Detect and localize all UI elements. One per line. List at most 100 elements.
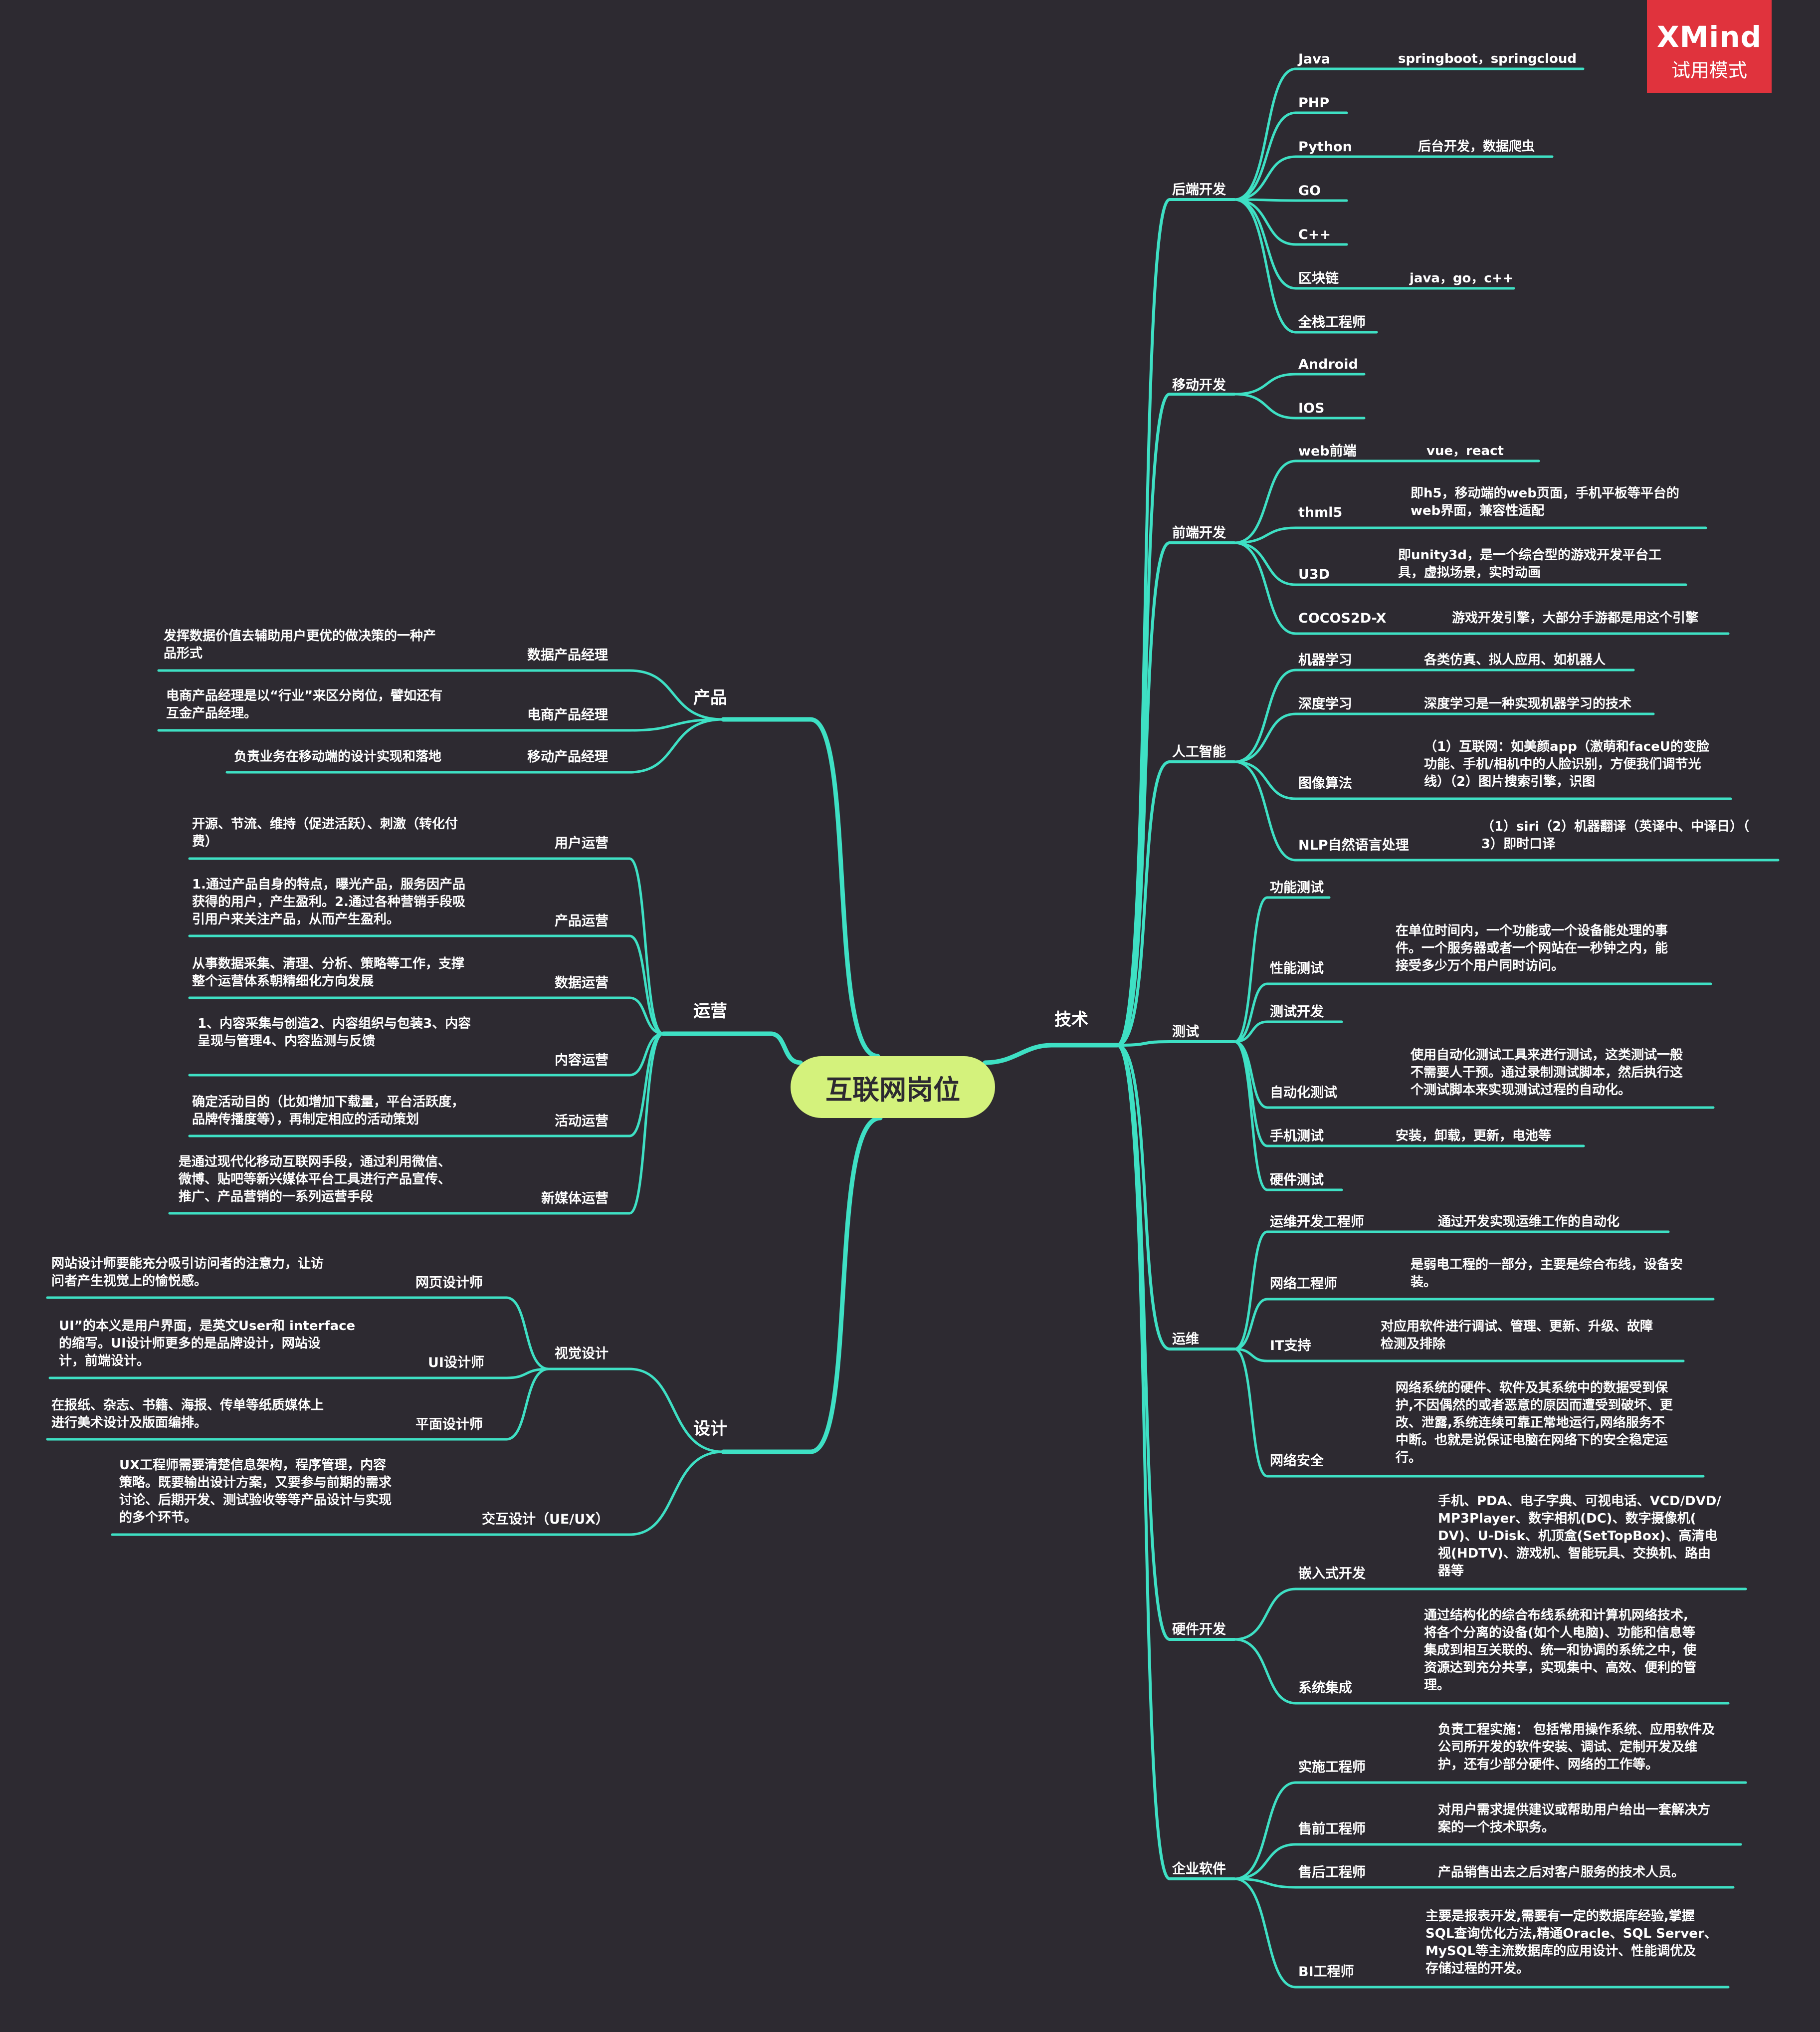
branch-design[interactable]: 设计 — [693, 1419, 727, 1439]
note-embedded-dev: 手机、PDA、电子字典、可视电话、VCD/DVD/ MP3Player、数字相机… — [1438, 1494, 1721, 1579]
item-new-media-operation[interactable]: 新媒体运营 — [541, 1191, 608, 1206]
item-web-frontend[interactable]: web前端 — [1298, 444, 1357, 459]
link-g0-item5 — [1233, 198, 1297, 290]
central-topic[interactable]: 互联网岗位 — [791, 1056, 995, 1118]
branch-product[interactable]: 产品 — [693, 688, 727, 708]
item-data-pm[interactable]: 数据产品经理 — [527, 648, 608, 663]
item-automation-test[interactable]: 自动化测试 — [1270, 1085, 1337, 1101]
trial-mode-label: 试用模式 — [1671, 59, 1747, 81]
item-bi-engineer[interactable]: BI工程师 — [1298, 1964, 1354, 1980]
item-product-operation[interactable]: 产品运营 — [555, 913, 608, 929]
note-mobile-test: 安装，卸载，更新，电池等 — [1396, 1129, 1552, 1143]
link-tech-group-6 — [1116, 1044, 1171, 1641]
item-blockchain[interactable]: 区块链 — [1298, 271, 1339, 286]
link-g6-item0 — [1233, 1587, 1297, 1641]
group-test[interactable]: 测试 — [1172, 1024, 1199, 1040]
item-fullstack[interactable]: 全栈工程师 — [1298, 315, 1366, 330]
note-blockchain: java，go，c++ — [1410, 271, 1514, 286]
item-network-security[interactable]: 网络安全 — [1270, 1453, 1324, 1469]
branch-tech[interactable]: 技术 — [1054, 1010, 1088, 1030]
link-center-tech — [983, 1043, 1054, 1065]
link-product-item2 — [628, 718, 725, 774]
item-functional-test[interactable]: 功能测试 — [1270, 880, 1324, 896]
item-ios[interactable]: IOS — [1298, 401, 1325, 416]
note-devops-engineer: 通过开发实现运维工作的自动化 — [1438, 1214, 1620, 1229]
note-data-operation: 从事数据采集、清理、分析、策略等工作，支撑 整个运营体系朝精细化方向发展 — [192, 956, 465, 989]
item-nlp[interactable]: NLP自然语言处理 — [1298, 838, 1409, 853]
group-enterprise[interactable]: 企业软件 — [1172, 1861, 1226, 1877]
group-ai[interactable]: 人工智能 — [1172, 744, 1226, 760]
item-graphic-designer[interactable]: 平面设计师 — [415, 1417, 483, 1432]
note-system-integration: 通过结构化的综合布线系统和计算机网络技术, 将各个分离的设备(如个人电脑)、功能… — [1424, 1608, 1697, 1693]
item-data-operation[interactable]: 数据运营 — [555, 975, 608, 991]
note-web-designer: 网站设计师要能充分吸引访问者的注意力，让访 问者产生视觉上的愉悦感。 — [51, 1256, 324, 1289]
item-cocos2dx[interactable]: COCOS2D-X — [1298, 611, 1387, 626]
link-tech-group-0 — [1116, 198, 1171, 1047]
note-presales-engineer: 对用户需求提供建议或帮助用户给出一套解决方 案的一个技术职务。 — [1438, 1803, 1711, 1835]
item-it-support[interactable]: IT支持 — [1270, 1338, 1311, 1354]
item-image-algorithm[interactable]: 图像算法 — [1298, 776, 1352, 791]
note-automation-test: 使用自动化测试工具来进行测试，这类测试一般 不需要人干预。通过录制测试脚本，然后… — [1411, 1048, 1683, 1098]
link-g5-item2 — [1233, 1348, 1269, 1362]
link-operation-item1 — [628, 934, 665, 1035]
group-backend[interactable]: 后端开发 — [1172, 182, 1226, 198]
note-u3d: 即unity3d，是一个综合型的游戏开发平台工 具，虚拟场景，实时动画 — [1398, 548, 1662, 581]
group-ops[interactable]: 运维 — [1172, 1332, 1199, 1347]
item-aftersales-engineer[interactable]: 售后工程师 — [1298, 1865, 1366, 1880]
item-ui-designer[interactable]: UI设计师 — [428, 1355, 484, 1370]
item-system-integration[interactable]: 系统集成 — [1298, 1680, 1352, 1696]
item-hardware-test[interactable]: 硬件测试 — [1270, 1172, 1324, 1188]
link-g2-item3 — [1233, 541, 1297, 635]
item-html5[interactable]: thml5 — [1298, 505, 1343, 520]
item-devops-engineer[interactable]: 运维开发工程师 — [1270, 1214, 1364, 1230]
note-user-operation: 开源、节流、维持（促进活跃）、刺激（转化付 费） — [192, 817, 458, 850]
link-tech-group-7 — [1116, 1044, 1171, 1880]
note-ui-designer: UI”的本义是用户界面，是英文User和 interface 的缩写。UI设计师… — [59, 1319, 356, 1369]
item-network-engineer[interactable]: 网络工程师 — [1270, 1276, 1337, 1292]
item-ecommerce-pm[interactable]: 电商产品经理 — [527, 707, 608, 723]
link-g4-item4 — [1233, 1040, 1269, 1147]
note-machine-learning: 各类仿真、拟人应用、如机器人 — [1424, 653, 1606, 668]
note-it-support: 对应用软件进行调试、管理、更新、升级、故障 检测及排除 — [1381, 1319, 1653, 1352]
link-g7-item2 — [1233, 1877, 1297, 1889]
note-graphic-designer: 在报纸、杂志、书籍、海报、传单等纸质媒体上 进行美术设计及版面编排。 — [51, 1398, 324, 1431]
item-performance-test[interactable]: 性能测试 — [1270, 961, 1324, 976]
item-user-operation[interactable]: 用户运营 — [555, 836, 608, 851]
branch-operation[interactable]: 运营 — [693, 1001, 727, 1021]
item-cpp[interactable]: C++ — [1298, 227, 1331, 242]
link-tech-group-5 — [1116, 1044, 1171, 1351]
item-deep-learning[interactable]: 深度学习 — [1298, 696, 1352, 712]
item-android[interactable]: Android — [1298, 357, 1358, 372]
item-embedded-dev[interactable]: 嵌入式开发 — [1298, 1566, 1366, 1581]
note-mobile-pm: 负责业务在移动端的设计实现和落地 — [234, 749, 442, 764]
item-web-designer[interactable]: 网页设计师 — [415, 1275, 483, 1291]
link-g6-item1 — [1233, 1638, 1297, 1705]
item-presales-engineer[interactable]: 售前工程师 — [1298, 1821, 1366, 1837]
link-operation-item5 — [628, 1032, 665, 1215]
note-nlp: （1）siri（2）机器翻译（英译中、中译日）（ 3）即时口译 — [1481, 819, 1750, 852]
item-test-dev[interactable]: 测试开发 — [1270, 1004, 1324, 1020]
item-implementation-engineer[interactable]: 实施工程师 — [1298, 1760, 1366, 1775]
item-php[interactable]: PHP — [1298, 95, 1330, 111]
group-frontend[interactable]: 前端开发 — [1172, 525, 1226, 541]
note-ecommerce-pm: 电商产品经理是以“行业”来区分岗位，譬如还有 互金产品经理。 — [166, 688, 443, 721]
item-u3d[interactable]: U3D — [1298, 567, 1330, 582]
group-hardware[interactable]: 硬件开发 — [1172, 1622, 1226, 1637]
item-mobile-test[interactable]: 手机测试 — [1270, 1129, 1324, 1144]
item-python[interactable]: Python — [1298, 139, 1352, 155]
group-mobile[interactable]: 移动开发 — [1172, 378, 1226, 393]
xmind-logo: XMind — [1656, 20, 1762, 54]
item-mobile-pm[interactable]: 移动产品经理 — [527, 749, 608, 765]
item-go[interactable]: GO — [1298, 183, 1321, 199]
item-machine-learning[interactable]: 机器学习 — [1298, 653, 1352, 668]
group-visual-design[interactable]: 视觉设计 — [555, 1346, 608, 1361]
link-g0-item4 — [1233, 198, 1297, 246]
item-java[interactable]: Java — [1298, 51, 1331, 67]
link-g2-item1 — [1233, 526, 1297, 544]
link-tech-group-3 — [1116, 760, 1171, 1047]
item-event-operation[interactable]: 活动运营 — [555, 1114, 608, 1129]
item-interaction-design[interactable]: 交互设计（UE/UX） — [482, 1512, 609, 1527]
item-content-operation[interactable]: 内容运营 — [555, 1053, 608, 1068]
